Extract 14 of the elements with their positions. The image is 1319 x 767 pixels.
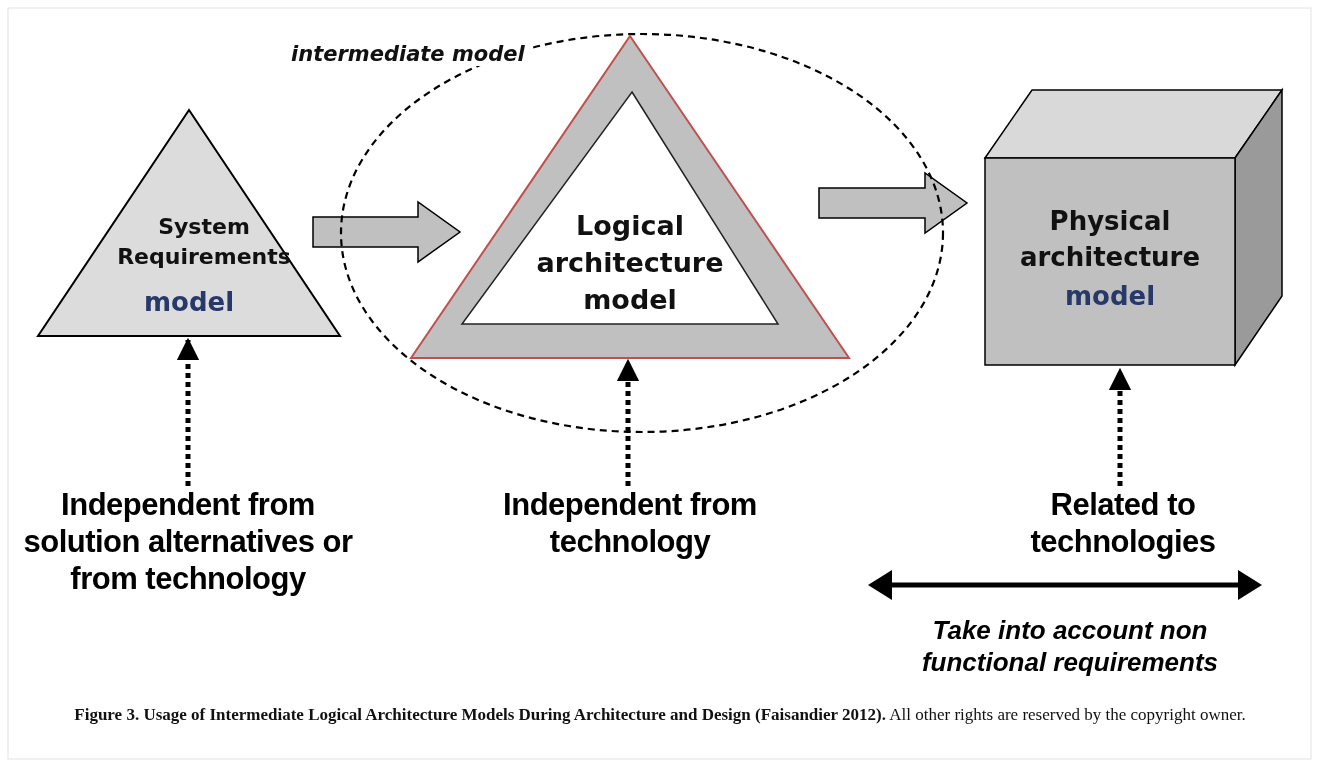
annotation-text: Independent from solution alternatives or from technology [22, 486, 354, 597]
dotted-arrow [176, 337, 200, 486]
annotation-text: Related to technologies [1029, 486, 1217, 560]
dotted-arrow [1108, 367, 1132, 486]
note-text: Take into account non functional requirements [920, 614, 1220, 678]
block-arrow [312, 200, 462, 264]
block-arrow [818, 171, 969, 235]
shape-title: Physical architecture [1018, 205, 1202, 274]
annotation-text: Independent from technology [502, 486, 758, 560]
shape-subtitle: model [142, 286, 236, 318]
dotted-arrow [616, 358, 640, 486]
shape-subtitle: model [1063, 280, 1157, 312]
shape-title: Logical architecture model [535, 209, 725, 317]
figure-caption: Figure 3. Usage of Intermediate Logical Architecture Models During Architecture and Design (Faisandier 2012). All other rights are reserved by the copyright owner. [73, 704, 1247, 726]
